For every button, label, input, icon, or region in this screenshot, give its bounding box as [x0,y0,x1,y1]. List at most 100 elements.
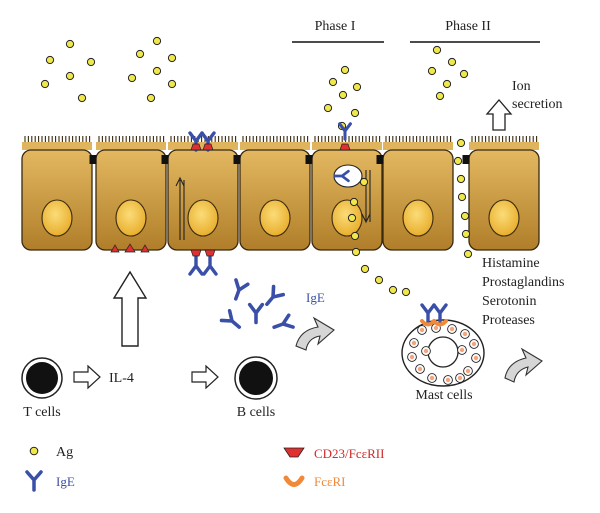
antigen-dot [152,66,162,76]
antigen-dot [463,249,473,259]
tight-junction [161,155,169,164]
ige-molecule [420,303,436,324]
ige-y-shape [233,278,250,301]
legend-cd23: CD23/FcεRII [283,446,384,461]
phase-1-label: Phase I [315,19,356,34]
granule [417,325,427,335]
t-to-il4-arrow [73,364,101,390]
mast-cell-curved-arrow [504,347,543,383]
granule-core [423,348,429,354]
epithelial-cell-layer [21,136,540,251]
granule-core [445,377,451,383]
legend-ige-label: IgE [56,474,75,489]
antigen-dot [456,174,466,184]
nucleus [115,199,147,237]
antigen-dot [456,138,466,148]
antigen-dot [457,192,467,202]
il4-up-arrow [112,270,148,347]
antigen-dot [338,90,348,100]
ige-y-icon [25,470,43,492]
granule [407,352,417,362]
antigen-dot [86,57,96,67]
granule [471,353,481,363]
transcytosis-up-arrow [175,176,185,240]
antigen-dot [427,66,437,76]
mast-cell: Mast cells [401,319,485,403]
granule [443,375,453,385]
antigen-dot [167,53,177,63]
ion-secretion-arrow [485,99,513,131]
ige-y-shape [247,302,265,325]
secretion-label: secretion [512,97,563,112]
ige-y-shape [202,255,218,276]
granule [469,339,479,349]
granule-core [419,327,425,333]
legend-ag-label: Ag [56,445,73,460]
granule-core [462,331,468,337]
antigen-dot [374,275,384,285]
ige-molecules [188,122,448,330]
mediators-list: Histamine Prostaglandins Serotonin Prote… [482,256,564,328]
mediator-prostaglandins: Prostaglandins [482,275,564,290]
ige-molecule [188,255,204,276]
brush-border [383,142,453,150]
antigen-dot [388,285,398,295]
granule-core [473,355,479,361]
granule-core [459,347,465,353]
antigen-dot [352,82,362,92]
cd23-receptor [339,143,351,151]
mast-cell-granules [407,323,481,385]
ige-molecule [233,278,250,301]
granule [457,345,467,355]
brush-border [168,142,238,150]
granule [455,373,465,383]
cd23-receptor [124,243,136,253]
antigen-dot [152,36,162,46]
ige-molecule [272,313,295,330]
nucleus [488,199,520,237]
nucleus [331,199,363,237]
ige-y-shape [432,303,448,324]
ige-y-shape [420,303,436,324]
cd23-receptor [140,244,150,253]
granule-core [433,325,439,331]
b-cell: B cells [234,356,278,420]
brush-border [469,142,539,150]
ige-y-shape [219,308,242,329]
antigen-dot [359,177,369,187]
antigen-dot [360,264,370,274]
antigen-dot [349,197,359,207]
mediator-serotonin: Serotonin [482,294,536,309]
phase-2-label: Phase II [445,19,491,34]
antigen-dot-icon [29,446,39,456]
t-cells-label: T cells [23,405,60,420]
antigen-dot [135,49,145,59]
mediator-histamine: Histamine [482,256,540,271]
antigen-dot [167,79,177,89]
ige-molecule [333,169,350,183]
granule-core [471,341,477,347]
il4-label: IL-4 [109,371,134,386]
antigen-dot [40,79,50,89]
cd23-receptor [190,143,202,151]
antigen-dot [146,93,156,103]
ige-molecule [219,308,242,329]
antigen-dot [432,45,442,55]
granule-core [429,375,435,381]
tight-junction [462,155,470,164]
b-cell-curved-arrow [295,316,335,351]
antigen-dot [447,57,457,67]
antigen-dot [401,287,411,297]
epithelial-cell [311,136,383,251]
ige-y-shape [333,169,350,183]
fceri-receptor [432,319,448,327]
phase-1-header: Phase I [292,19,384,43]
antigen-dot [65,71,75,81]
tight-junction [305,155,313,164]
legend-ige: IgE [25,470,75,492]
ige-y-shape [265,284,286,307]
antigen-dot [77,93,87,103]
granule-core [411,340,417,346]
granule-core [409,354,415,360]
